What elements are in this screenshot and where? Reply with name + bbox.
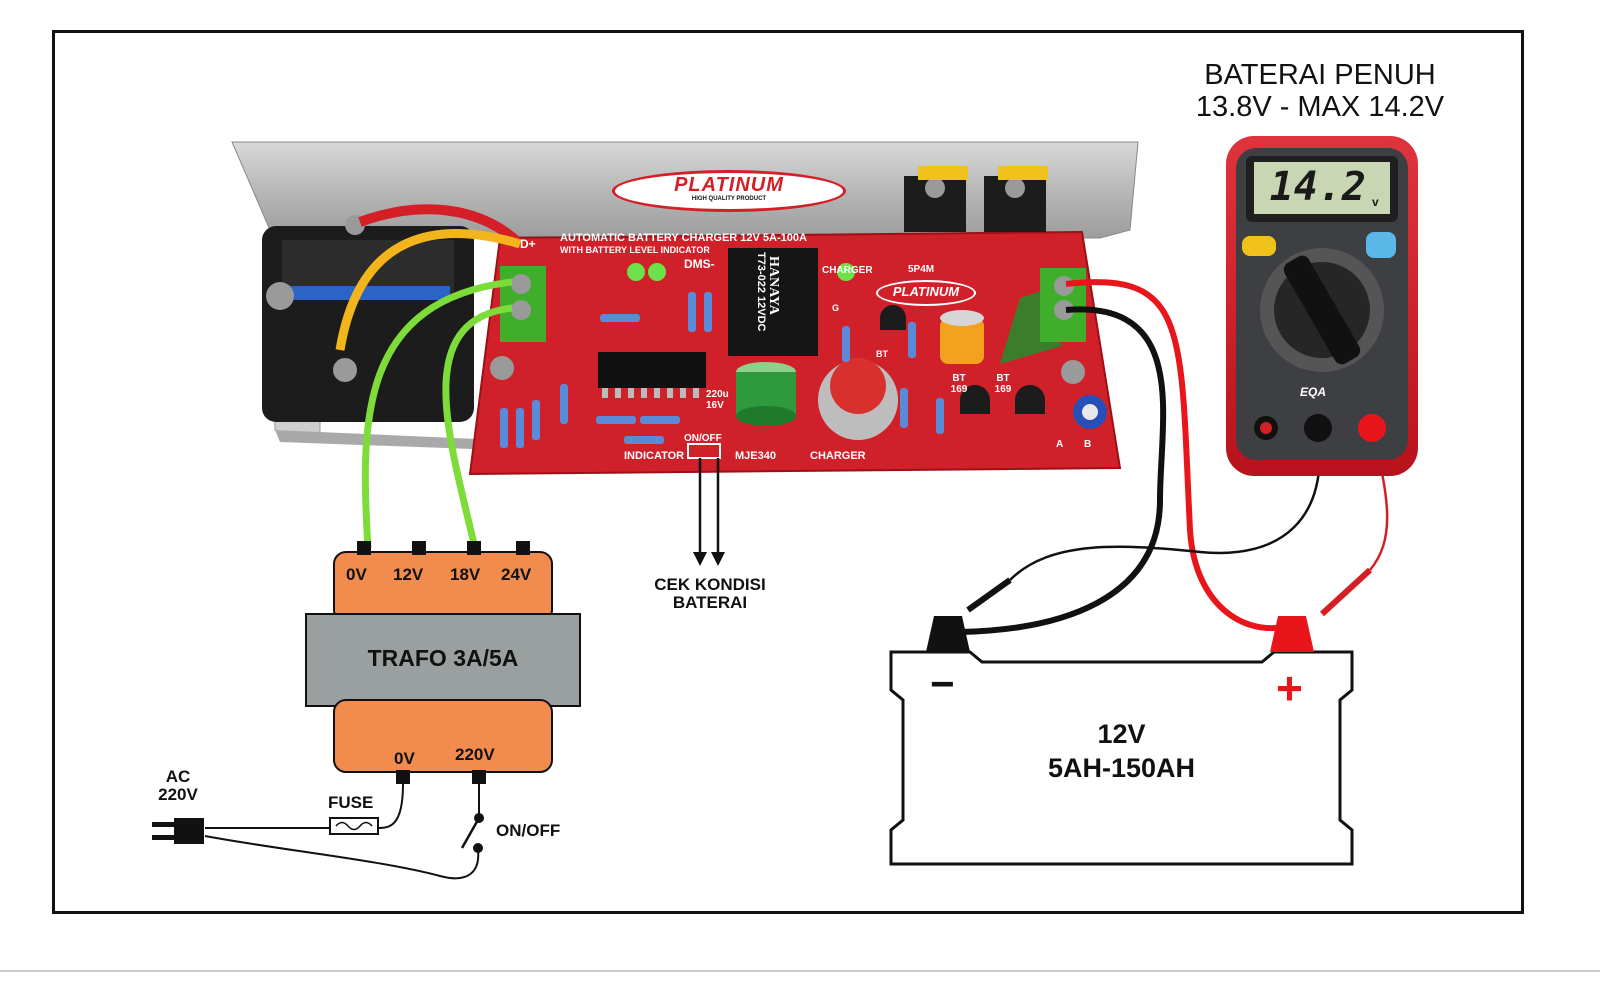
battery <box>889 616 1354 866</box>
pcb-brand-sub: HIGH QUALITY PRODUCT <box>691 196 767 202</box>
title-line-2: 13.8V - MAX 14.2V <box>1195 90 1445 123</box>
battery-capacity: 5AH-150AH <box>1047 753 1196 783</box>
relay-model: T73-022 12VDC <box>755 252 767 332</box>
check-arrows <box>693 458 725 566</box>
pcb-product-line-1: AUTOMATIC BATTERY CHARGER 12V 5A-100A <box>560 232 807 244</box>
multimeter-unit: v <box>1372 195 1379 209</box>
pcb-bt169-1: BT 169 <box>950 373 968 395</box>
tap-label-18v: 18V <box>450 565 481 584</box>
pcb-charger-top-label: CHARGER <box>822 265 873 276</box>
inductor-block <box>262 215 474 422</box>
ac-label: AC 220V <box>150 768 206 804</box>
pcb-dplus: D+ <box>520 237 536 251</box>
tap-label-12v: 12V <box>393 565 424 584</box>
check-battery-label: CEK KONDISI BATERAI <box>640 576 780 612</box>
battery-wires <box>959 279 1297 635</box>
relay-brand: HANAYA <box>766 256 781 315</box>
mains-circuit <box>152 783 484 880</box>
transformer <box>305 541 581 784</box>
switch-label: ON/OFF <box>496 821 561 840</box>
transformer-name: TRAFO 3A/5A <box>367 645 519 671</box>
tap-label-bottom-0v: 0V <box>394 749 415 768</box>
multimeter <box>1226 136 1418 476</box>
battery-minus: − <box>930 660 955 707</box>
pcb-onoff-label: ON/OFF <box>684 433 722 444</box>
terminal-input <box>500 266 546 342</box>
ac-label-line-1: AC <box>165 767 191 786</box>
pcb-g-label: G <box>832 303 840 313</box>
pcb-sp4m-label: 5P4M <box>908 264 935 275</box>
pcb-a-label: A <box>1056 439 1064 450</box>
pcb-charger-bottom-label: CHARGER <box>810 450 866 462</box>
check-battery-line-1: CEK KONDISI <box>654 575 766 594</box>
pcb-brand-badge-2: PLATINUM <box>876 280 976 306</box>
check-battery-line-2: BATERAI <box>672 592 748 612</box>
pcb-brand-2: PLATINUM <box>892 284 960 299</box>
multimeter-reading: 14.2 <box>1269 164 1366 210</box>
tap-label-24v: 24V <box>501 565 532 584</box>
diagram-frame <box>52 30 1524 914</box>
tap-label-0v: 0V <box>346 565 367 584</box>
multimeter-brand: EQA <box>1300 385 1327 399</box>
probe-leads <box>966 429 1389 617</box>
tap-label-bottom-220v: 220V <box>455 745 495 764</box>
ac-label-line-2: 220V <box>158 784 198 804</box>
pcb-model: DMS- <box>684 257 715 271</box>
title-line-1: BATERAI PENUH <box>1204 59 1436 91</box>
pcb-bt-label: BT <box>876 349 888 359</box>
pcb-indicator-label: INDICATOR <box>624 450 685 462</box>
pcb-brand: PLATINUM <box>674 174 784 196</box>
battery-plus: + <box>1276 662 1303 714</box>
battery-full-title: BATERAI PENUH 13.8V - MAX 14.2V <box>1180 59 1460 124</box>
bottom-strip <box>0 970 1600 997</box>
pcb-product-line-2: WITH BATTERY LEVEL INDICATOR <box>560 245 710 255</box>
fuse-label: FUSE <box>328 793 374 812</box>
pcb-mje340-label: MJE340 <box>735 450 776 462</box>
pcb-bt169-2: BT 169 <box>994 373 1012 395</box>
pcb-brand-badge: PLATINUM HIGH QUALITY PRODUCT <box>612 170 846 212</box>
pcb-b-label: B <box>1084 439 1092 450</box>
battery-voltage: 12V <box>1097 719 1146 749</box>
terminal-output <box>1040 268 1086 342</box>
pcb-cap-label: 220u 16V <box>706 389 729 411</box>
green-wires <box>361 278 513 549</box>
